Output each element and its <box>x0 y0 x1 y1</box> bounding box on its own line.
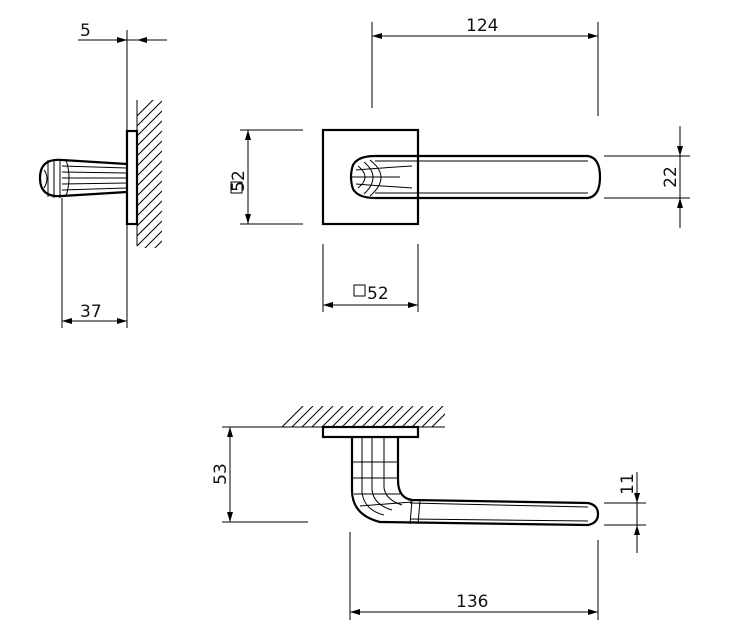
square-symbol-icon <box>230 181 243 194</box>
dim-rose-height: 52 <box>229 170 249 192</box>
side-view: 5 37 <box>38 21 167 328</box>
handle-side <box>38 158 128 198</box>
rose-plate-bottom <box>321 425 420 439</box>
dim-rose-width: 52 <box>367 284 389 304</box>
dim-handle-length-bottom: 136 <box>456 592 488 612</box>
wall-hatch <box>137 100 162 248</box>
dim-handle-height: 22 <box>661 166 681 188</box>
dim-handle-length-top: 124 <box>466 16 498 36</box>
dim-handle-thickness: 11 <box>618 473 638 495</box>
handle-front <box>349 154 602 200</box>
ceiling-hatch <box>282 406 445 427</box>
square-symbol-icon <box>353 284 366 297</box>
front-view: 124 52 52 22 <box>229 16 690 312</box>
dim-projection-from-door: 53 <box>211 463 231 485</box>
dim-rose-thickness: 5 <box>80 21 91 41</box>
dim-side-projection: 37 <box>80 302 102 322</box>
bottom-view: 53 11 136 <box>211 406 646 620</box>
handle-bottom <box>350 436 600 527</box>
rose-square <box>321 128 420 226</box>
rose-plate-side <box>125 129 139 226</box>
